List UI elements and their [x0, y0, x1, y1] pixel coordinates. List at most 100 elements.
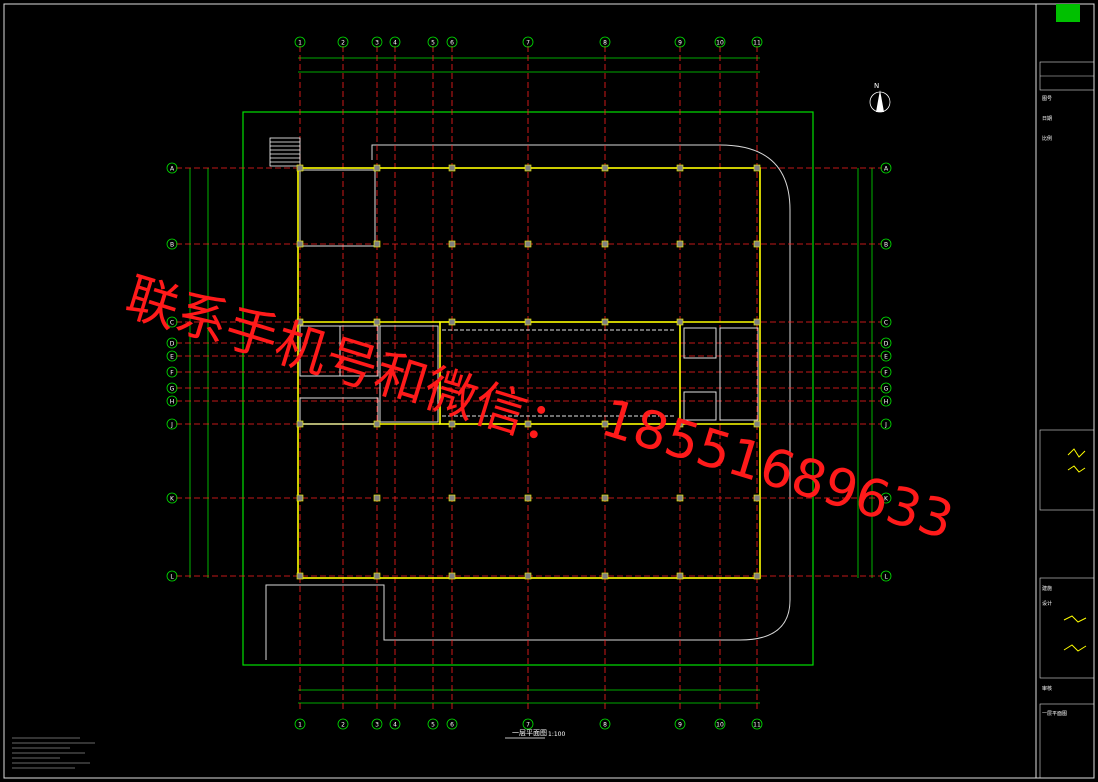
- axis-bubble: [880, 366, 892, 378]
- column: [373, 572, 381, 580]
- axis-label-y: E: [170, 354, 174, 361]
- column: [296, 420, 304, 428]
- column: [676, 494, 684, 502]
- axis-bubble: [166, 366, 178, 378]
- axis-bubble: [294, 718, 306, 730]
- axis-label-x: 7: [526, 722, 530, 729]
- axis-label-y: G: [884, 386, 889, 393]
- plan-caption-group: 一层平面图 1:100: [505, 729, 565, 739]
- title-block-cell: 图号: [1042, 96, 1052, 102]
- axis-bubble: [880, 570, 892, 582]
- column: [753, 318, 761, 326]
- title-block-cell: 一层平面图: [1042, 711, 1067, 717]
- axis-label-x: 3: [375, 722, 379, 729]
- title-block-cell: 设计: [1042, 600, 1052, 607]
- axis-label-x: 9: [678, 40, 682, 47]
- axis-bubble: [880, 238, 892, 250]
- axis-label-x: 9: [678, 722, 682, 729]
- north-arrow: N: [869, 82, 891, 113]
- axis-label-y: D: [170, 341, 175, 348]
- title-block-cell: 审核: [1042, 685, 1052, 692]
- axis-label-x: 1: [298, 40, 302, 47]
- axis-label-y: K: [170, 496, 175, 503]
- column: [448, 420, 456, 428]
- column: [296, 240, 304, 248]
- axis-bubble: [880, 162, 892, 174]
- column: [524, 572, 532, 580]
- axis-bubble: [166, 238, 178, 250]
- column: [524, 420, 532, 428]
- axis-bubble: [389, 718, 401, 730]
- axis-label-y: G: [170, 386, 175, 393]
- general-notes: [12, 737, 95, 769]
- interior-partitions: [299, 169, 759, 425]
- column: [601, 240, 609, 248]
- axis-label-y: J: [884, 422, 887, 429]
- axis-bubble: [880, 492, 892, 504]
- axis-bubble: [880, 395, 892, 407]
- title-block-cell: 日期: [1042, 116, 1052, 122]
- axis-bubble: [166, 418, 178, 430]
- axis-bubble: [599, 36, 611, 48]
- axis-bubble: [166, 570, 178, 582]
- sheet-border: [3, 3, 1095, 779]
- axis-bubble: [599, 718, 611, 730]
- plan-caption: 一层平面图: [512, 729, 547, 737]
- axis-bubble: [674, 718, 686, 730]
- axis-label-x: 8: [603, 722, 607, 729]
- column: [373, 318, 381, 326]
- column: [448, 318, 456, 326]
- axis-bubble: [751, 718, 763, 730]
- axis-bubble: [389, 36, 401, 48]
- axis-label-y: K: [884, 496, 889, 503]
- axis-label-x: 7: [526, 40, 530, 47]
- axis-label-x: 10: [716, 40, 724, 47]
- building-walls: [297, 167, 761, 579]
- axis-label-x: 5: [431, 40, 435, 47]
- axis-label-y: B: [884, 242, 888, 249]
- axis-bubble: [880, 350, 892, 362]
- axis-bubble: [880, 418, 892, 430]
- column: [448, 240, 456, 248]
- axis-label-y: H: [170, 399, 175, 406]
- column: [448, 572, 456, 580]
- axis-label-y: C: [884, 320, 888, 327]
- axis-label-y: L: [884, 574, 888, 581]
- column: [601, 164, 609, 172]
- column: [296, 318, 304, 326]
- axis-label-x: 2: [341, 40, 345, 47]
- axis-label-y: A: [884, 166, 889, 173]
- axis-label-y: C: [170, 320, 174, 327]
- axis-label-y: J: [170, 422, 173, 429]
- axis-label-x: 2: [341, 722, 345, 729]
- column: [296, 164, 304, 172]
- axis-bubble: [880, 316, 892, 328]
- column: [373, 494, 381, 502]
- axis-bubble: [337, 718, 349, 730]
- axis-label-y: F: [884, 370, 888, 377]
- column: [753, 420, 761, 428]
- title-block: [1039, 4, 1095, 779]
- axis-bubble: [371, 36, 383, 48]
- axis-bubble: [166, 492, 178, 504]
- axis-bubble: [166, 316, 178, 328]
- column: [753, 494, 761, 502]
- axis-label-y: D: [884, 341, 889, 348]
- axis-label-x: 8: [603, 40, 607, 47]
- axis-bubble: [714, 718, 726, 730]
- axis-label-y: A: [170, 166, 175, 173]
- column: [676, 420, 684, 428]
- column: [601, 572, 609, 580]
- column: [296, 572, 304, 580]
- axis-bubble: [446, 36, 458, 48]
- axis-bubble: [337, 36, 349, 48]
- axis-bubble: [294, 36, 306, 48]
- axis-label-y: H: [884, 399, 889, 406]
- axis-label-x: 5: [431, 722, 435, 729]
- stair-symbol: [269, 137, 301, 167]
- axis-bubble: [166, 337, 178, 349]
